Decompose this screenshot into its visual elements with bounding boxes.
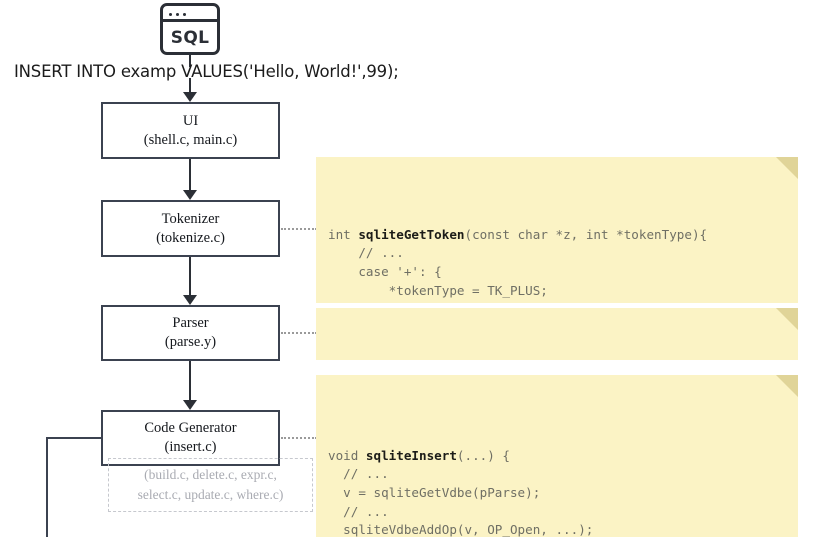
connector-icon-to-statement	[189, 55, 191, 67]
window-titlebar-divider	[163, 19, 217, 22]
feedback-line-horizontal	[46, 437, 103, 439]
dotted-connector-tokenizer	[281, 228, 317, 230]
dotted-connector-parser	[281, 332, 317, 334]
dotted-connector-codegen	[281, 437, 317, 439]
code-card-tokenizer: int sqliteGetToken(const char *z, int *t…	[316, 157, 798, 303]
feedback-line-vertical	[46, 437, 48, 537]
arrowhead-to-tokenizer	[183, 190, 197, 200]
code-body-codegen: void sqliteInsert(...) { // ... v = sqli…	[328, 447, 594, 537]
page-fold-icon	[776, 375, 798, 397]
code-card-parser: cmd ::= INSERT INTO id(X) ... VALUES ...…	[316, 308, 798, 360]
stage-files-parser: (parse.y)	[164, 334, 217, 350]
connector-tokenizer-to-parser	[189, 257, 191, 295]
code-body-tokenizer: int sqliteGetToken(const char *z, int *t…	[328, 226, 708, 303]
page-fold-icon	[776, 308, 798, 330]
stage-files-codegen: (insert.c)	[164, 439, 217, 455]
sql-icon-label: SQL	[170, 28, 210, 48]
arrowhead-to-parser	[183, 295, 197, 305]
window-dots-icon	[169, 9, 186, 19]
stage-title-parser: Parser	[172, 315, 209, 331]
connector-parser-to-codegen	[189, 361, 191, 400]
extra-files-line-2: select.c, update.c, where.c)	[137, 487, 284, 502]
sql-statement-text: INSERT INTO examp VALUES('Hello, World!'…	[14, 62, 399, 81]
connector-statement-to-ui	[189, 78, 191, 94]
connector-ui-to-tokenizer	[189, 159, 191, 190]
stage-box-parser[interactable]: Parser (parse.y)	[101, 305, 280, 361]
stage-title-codegen: Code Generator	[144, 420, 237, 436]
extra-files-line-1: (build.c, delete.c, expr.c,	[144, 467, 277, 482]
code-card-codegen: void sqliteInsert(...) { // ... v = sqli…	[316, 375, 798, 537]
extra-source-files-box: (build.c, delete.c, expr.c, select.c, up…	[108, 458, 313, 512]
stage-box-tokenizer[interactable]: Tokenizer (tokenize.c)	[101, 200, 280, 257]
arrowhead-to-ui	[183, 92, 197, 102]
stage-files-ui: (shell.c, main.c)	[143, 131, 238, 148]
sql-window-icon: SQL	[160, 3, 220, 55]
stage-title-tokenizer: Tokenizer	[161, 210, 220, 227]
arrowhead-to-codegen	[183, 400, 197, 410]
stage-files-tokenizer: (tokenize.c)	[156, 229, 225, 246]
stage-title-ui: UI	[182, 112, 199, 129]
page-fold-icon	[776, 157, 798, 179]
stage-box-ui[interactable]: UI (shell.c, main.c)	[101, 102, 280, 159]
